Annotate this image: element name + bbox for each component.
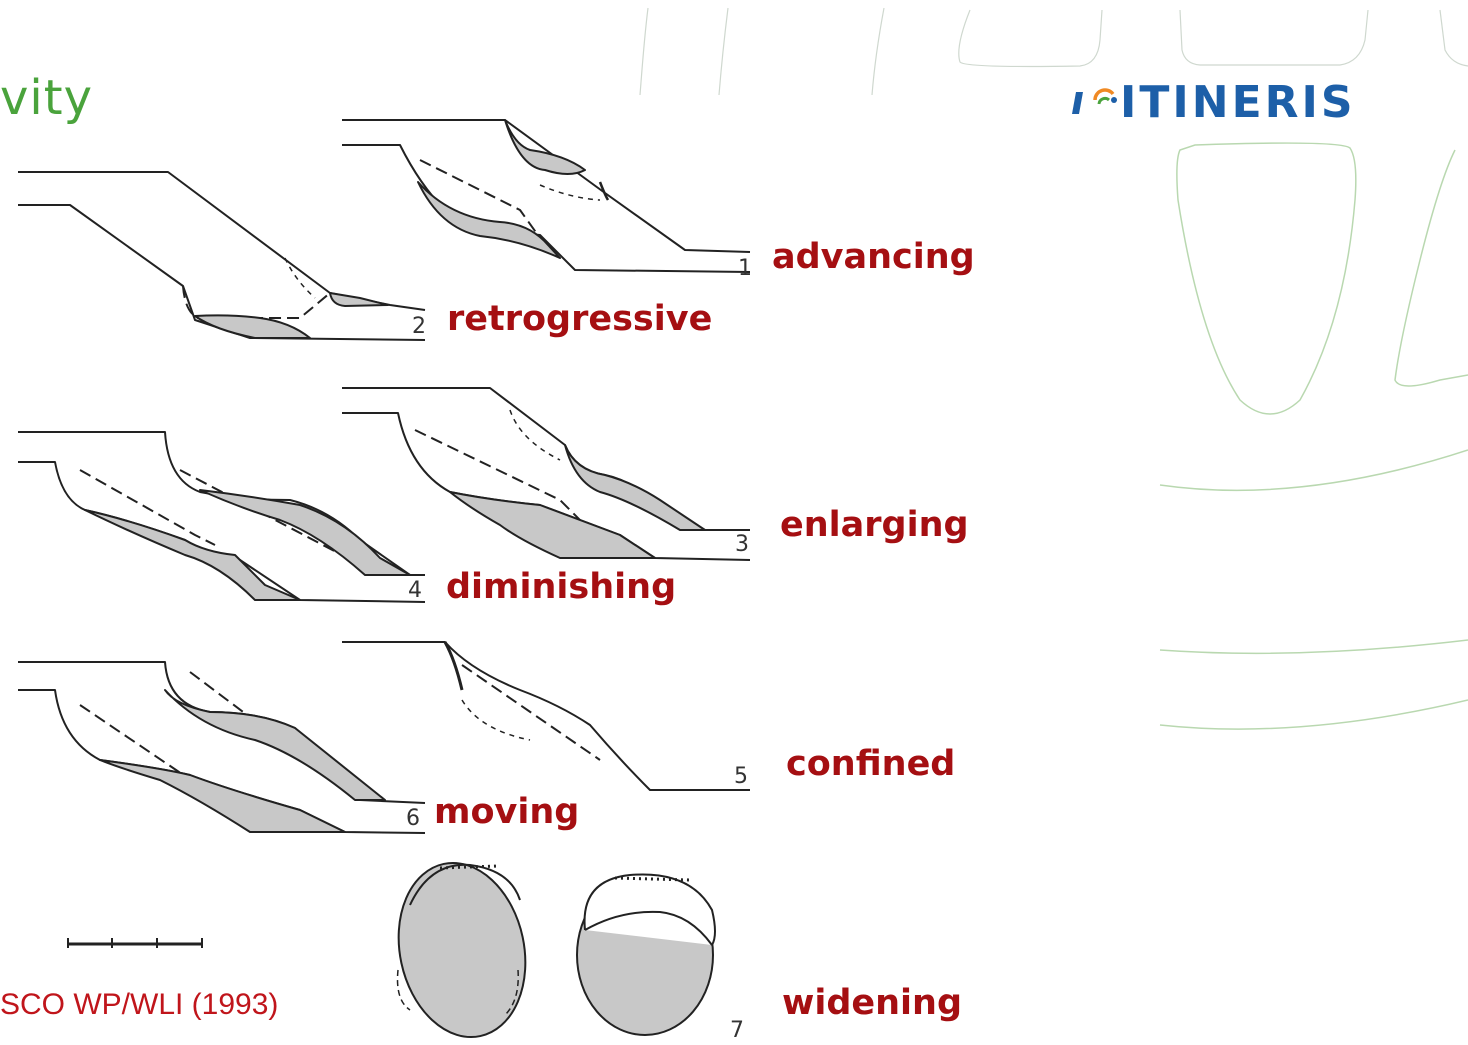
panel-widening — [396, 861, 716, 1039]
panel-number-2: 2 — [412, 314, 426, 339]
panel-number-6: 6 — [406, 806, 420, 831]
label-confined: confined — [786, 744, 956, 784]
label-diminishing: diminishing — [446, 567, 677, 607]
slide-title: vity — [0, 70, 93, 126]
panel-advancing — [342, 119, 751, 273]
panel-number-4: 4 — [408, 578, 422, 603]
logo-icon — [1072, 88, 1117, 114]
panel-number-5: 5 — [734, 764, 748, 789]
panel-diminishing — [18, 431, 426, 603]
label-retrogressive: retrogressive — [447, 299, 713, 339]
scale-bar — [67, 938, 203, 948]
panel-moving — [18, 661, 426, 834]
panel-number-1: 1 — [738, 256, 752, 281]
panel-enlarging — [342, 387, 751, 561]
panel-confined — [342, 641, 750, 791]
label-advancing: advancing — [772, 237, 975, 277]
label-widening: widening — [782, 983, 963, 1023]
label-enlarging: enlarging — [780, 505, 969, 545]
panel-retrogressive — [18, 171, 426, 341]
label-moving: moving — [434, 792, 580, 832]
source-citation: SCO WP/WLI (1993) — [0, 988, 279, 1021]
panel-number-3: 3 — [735, 532, 749, 557]
logo-text: ITINERIS — [1120, 77, 1356, 128]
panel-number-7: 7 — [730, 1018, 744, 1043]
